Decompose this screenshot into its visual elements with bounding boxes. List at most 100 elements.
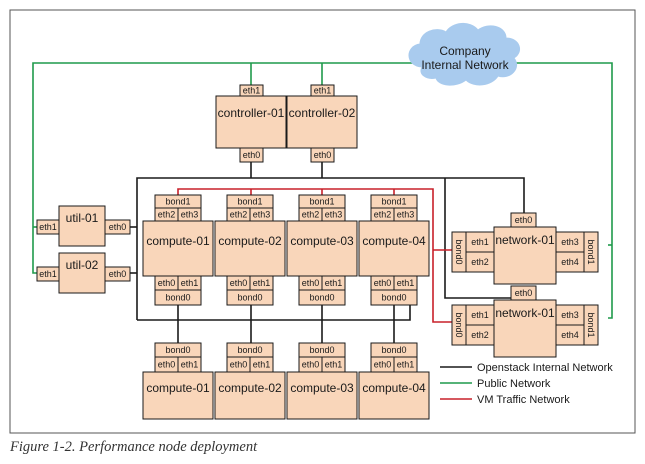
network-node-2-eth0: eth0: [515, 288, 533, 298]
compute-top-2-bond0-box: [226, 289, 274, 306]
util-1-eth0-box: [104, 219, 131, 235]
compute-top-2-body: [214, 220, 286, 277]
compute-top-4-eth2: eth2: [374, 210, 392, 220]
compute-top-1-eth2: eth2: [158, 210, 176, 220]
network-node-2-bond0: bond0: [454, 312, 464, 337]
util-2-body: [58, 252, 106, 294]
compute-bottom-2-eth1: eth1: [253, 360, 271, 370]
network-node-1-eth1: eth1: [471, 237, 489, 247]
company-network-cloud: Company Internal Network: [408, 23, 521, 86]
compute-bottom-4-label: compute-04: [362, 381, 426, 395]
legend-label-public: Public Network: [477, 378, 551, 390]
compute-top-2-eth3: eth3: [253, 210, 271, 220]
compute-top-4-bond0-box: [370, 289, 418, 306]
compute-top-1-bond0: bond0: [165, 293, 190, 303]
internal-bus-bottom: [137, 305, 411, 321]
internal-bus-top: [136, 177, 525, 320]
compute-top-1-body: [142, 220, 214, 277]
network-node-1-label: network-01: [495, 233, 555, 247]
compute-bottom-4-eth0: eth0: [374, 360, 392, 370]
compute-top-1-bond0-box: [154, 289, 202, 306]
compute-bottom-4-bond0: bond0: [381, 345, 406, 355]
compute-bottom-3-eth0: eth0: [302, 360, 320, 370]
network-node-2-bond1-box: [583, 304, 599, 346]
controller-2-label: controller-02: [289, 106, 356, 120]
util-2-eth1-box: [36, 266, 60, 282]
compute-top-4-eth0: eth0: [374, 278, 392, 288]
compute-bottom-2-bond0: bond0: [237, 345, 262, 355]
compute-top-2-eth1: eth1: [253, 278, 271, 288]
legend-label-internal: Openstack Internal Network: [477, 362, 613, 374]
compute-bottom-2-eth0: eth0: [230, 360, 248, 370]
compute-top-2-bond0: bond0: [237, 293, 262, 303]
controller-1-body: [215, 95, 287, 149]
compute-bottom-3-label: compute-03: [290, 381, 354, 395]
compute-bottom-4-eth1: eth1: [397, 360, 415, 370]
controller-2-eth0-box: [310, 147, 335, 163]
compute-bottom-1-body: [142, 371, 214, 420]
controller-1-label: controller-01: [218, 106, 285, 120]
network-node-2-eth4: eth4: [561, 330, 579, 340]
compute-bottom-2-label: compute-02: [218, 381, 282, 395]
controller-2-eth1: eth1: [314, 86, 332, 96]
compute-top-4-label: compute-04: [362, 234, 426, 248]
compute-top-4-body: [358, 220, 430, 277]
network-node-2-bond1: bond1: [586, 312, 596, 337]
compute-top-2-bond1: bond1: [237, 197, 262, 207]
util-2-eth0-box: [104, 266, 131, 282]
controller-1-eth1: eth1: [243, 86, 261, 96]
compute-top-1-eth3: eth3: [181, 210, 199, 220]
controller-1-eth0-box: [239, 147, 264, 163]
compute-bottom-1-bond0: bond0: [165, 345, 190, 355]
network-node-1-eth2: eth2: [471, 257, 489, 267]
compute-top-4-eth1: eth1: [397, 278, 415, 288]
compute-bottom-1-eth0: eth0: [158, 360, 176, 370]
util-1-eth0: eth0: [109, 222, 127, 232]
compute-bottom-3-bond0: bond0: [309, 345, 334, 355]
controller-2-body: [286, 95, 358, 149]
compute-top-4-eth3: eth3: [397, 210, 415, 220]
compute-bottom-4-body: [358, 371, 430, 420]
public-link-network-02: [514, 62, 613, 319]
compute-top-1-bond1: bond1: [165, 197, 190, 207]
compute-top-3-bond1: bond1: [309, 197, 334, 207]
nodes: eth1 controller-01 eth0 eth1 controller-02 et…: [36, 84, 599, 420]
figure-frame: [9, 9, 636, 434]
compute-top-2-eth0: eth0: [230, 278, 248, 288]
network-node-2-eth1: eth1: [471, 310, 489, 320]
compute-top-1-eth0: eth0: [158, 278, 176, 288]
vm-traffic-bus: [177, 188, 452, 323]
util-2-label: util-02: [66, 258, 99, 272]
figure-caption: Figure 1-2. Performance node deployment: [10, 439, 258, 455]
cloud-label-line2: Internal Network: [421, 58, 509, 72]
cloud-shape: [408, 23, 521, 86]
compute-top-2-eth2: eth2: [230, 210, 248, 220]
compute-top-1-label: compute-01: [146, 234, 210, 248]
network-node-2-eth3: eth3: [561, 310, 579, 320]
compute-bottom-1-label: compute-01: [146, 381, 210, 395]
public-link-util-02: [32, 227, 37, 274]
legend-label-vm: VM Traffic Network: [477, 394, 570, 406]
util-1-eth1-box: [36, 219, 60, 235]
util-1-eth1: eth1: [39, 222, 57, 232]
compute-top-3-eth1: eth1: [325, 278, 343, 288]
compute-top-3-body: [286, 220, 358, 277]
compute-bottom-1-eth1: eth1: [181, 360, 199, 370]
util-1-label: util-01: [66, 211, 99, 225]
compute-top-3-bond0: bond0: [309, 293, 334, 303]
network-node-2-label: network-01: [495, 306, 555, 320]
network-links: [32, 62, 613, 343]
compute-top-4-bond0: bond0: [381, 293, 406, 303]
network-node-1-eth4: eth4: [561, 257, 579, 267]
util-2-eth0: eth0: [109, 269, 127, 279]
compute-top-3-label: compute-03: [290, 234, 354, 248]
network-node-2-eth2: eth2: [471, 330, 489, 340]
network-node-2-body: [493, 299, 557, 358]
legend: Openstack Internal Network Public Networ…: [440, 362, 613, 406]
util-1-body: [58, 205, 106, 247]
compute-bottom-3-body: [286, 371, 358, 420]
compute-top-2-label: compute-02: [218, 234, 282, 248]
network-node-1-eth3: eth3: [561, 237, 579, 247]
network-node-2-eth2-box: [465, 324, 495, 346]
